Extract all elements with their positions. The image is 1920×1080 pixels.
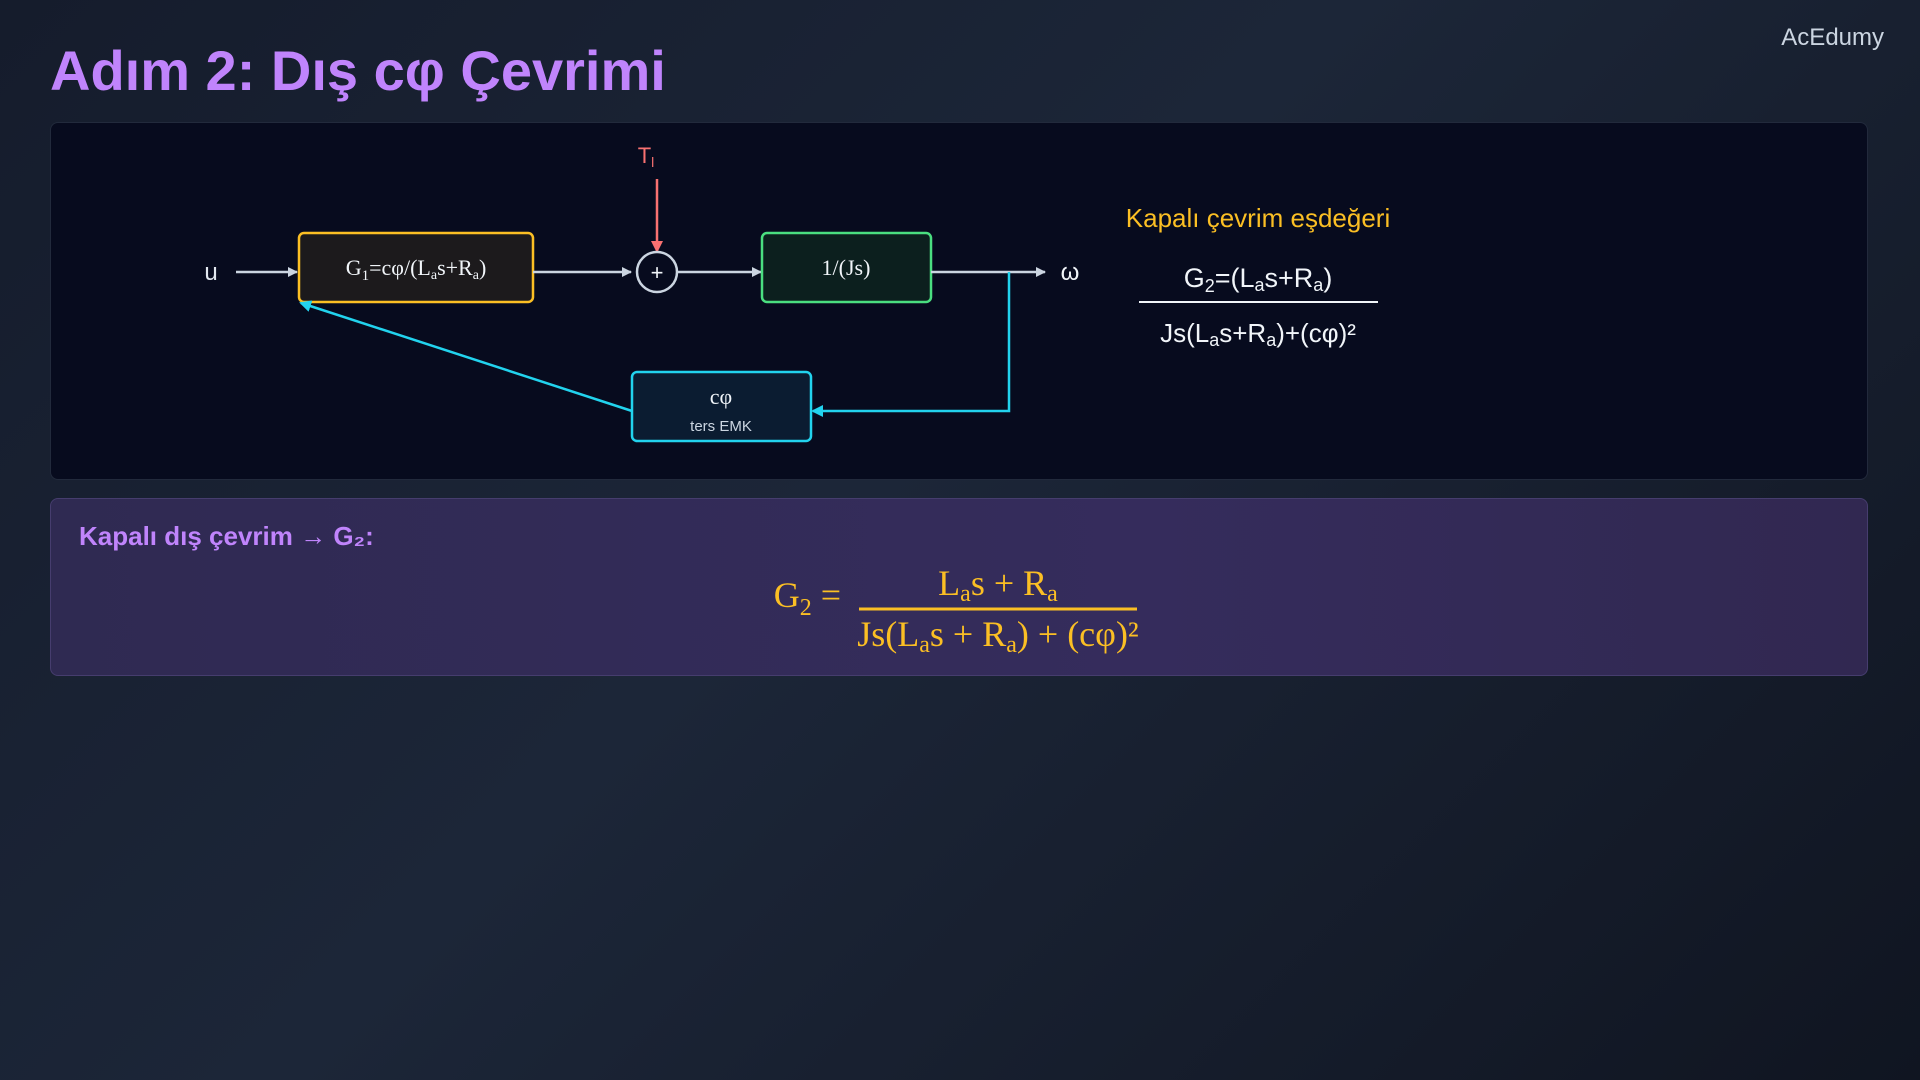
formula-lhs: G2 = [774, 575, 841, 621]
formula-numerator: Las + Ra [938, 563, 1058, 607]
block-diagram-panel: u G1=cφ/(Las+Ra) Tl + 1/(Js) ω cφ ters E… [50, 122, 1868, 480]
feedback-path-diagonal [299, 300, 633, 413]
equivalent-denominator: Js(Las+Ra)+(cφ)² [1160, 318, 1356, 350]
equivalent-title: Kapalı çevrim eşdeğeri [1126, 203, 1390, 233]
result-panel: Kapalı dış çevrim → G₂: G2 = Las + Ra Js… [50, 498, 1868, 676]
feedback-block-label: cφ [710, 384, 732, 409]
g1-block-label: G1=cφ/(Las+Ra) [346, 255, 487, 284]
result-heading: Kapalı dış çevrim → G₂: [79, 521, 374, 551]
feedback-block-sublabel: ters EMK [690, 418, 752, 435]
page-title: Adım 2: Dış cφ Çevrimi [50, 39, 666, 102]
brand-logo-text: AcEdumy [1781, 24, 1884, 51]
input-label: u [204, 259, 217, 286]
formula-denominator: Js(Las + Ra) + (cφ)² [857, 614, 1138, 658]
disturbance-label: Tl [638, 143, 655, 170]
result-formula: G2 = Las + Ra Js(Las + Ra) + (cφ)² [774, 563, 1139, 658]
feedback-block [630, 370, 813, 443]
g1-block [297, 231, 535, 304]
block-diagram: u G1=cφ/(Las+Ra) Tl + 1/(Js) ω cφ ters E… [204, 143, 1390, 443]
plant-block-label: 1/(Js) [822, 255, 871, 280]
feedback-path-right [811, 272, 1011, 417]
equivalent-numerator: G2=(Las+Ra) [1184, 263, 1333, 296]
sum-symbol: + [651, 260, 664, 285]
output-label: ω [1061, 259, 1080, 286]
plant-block [760, 231, 933, 304]
